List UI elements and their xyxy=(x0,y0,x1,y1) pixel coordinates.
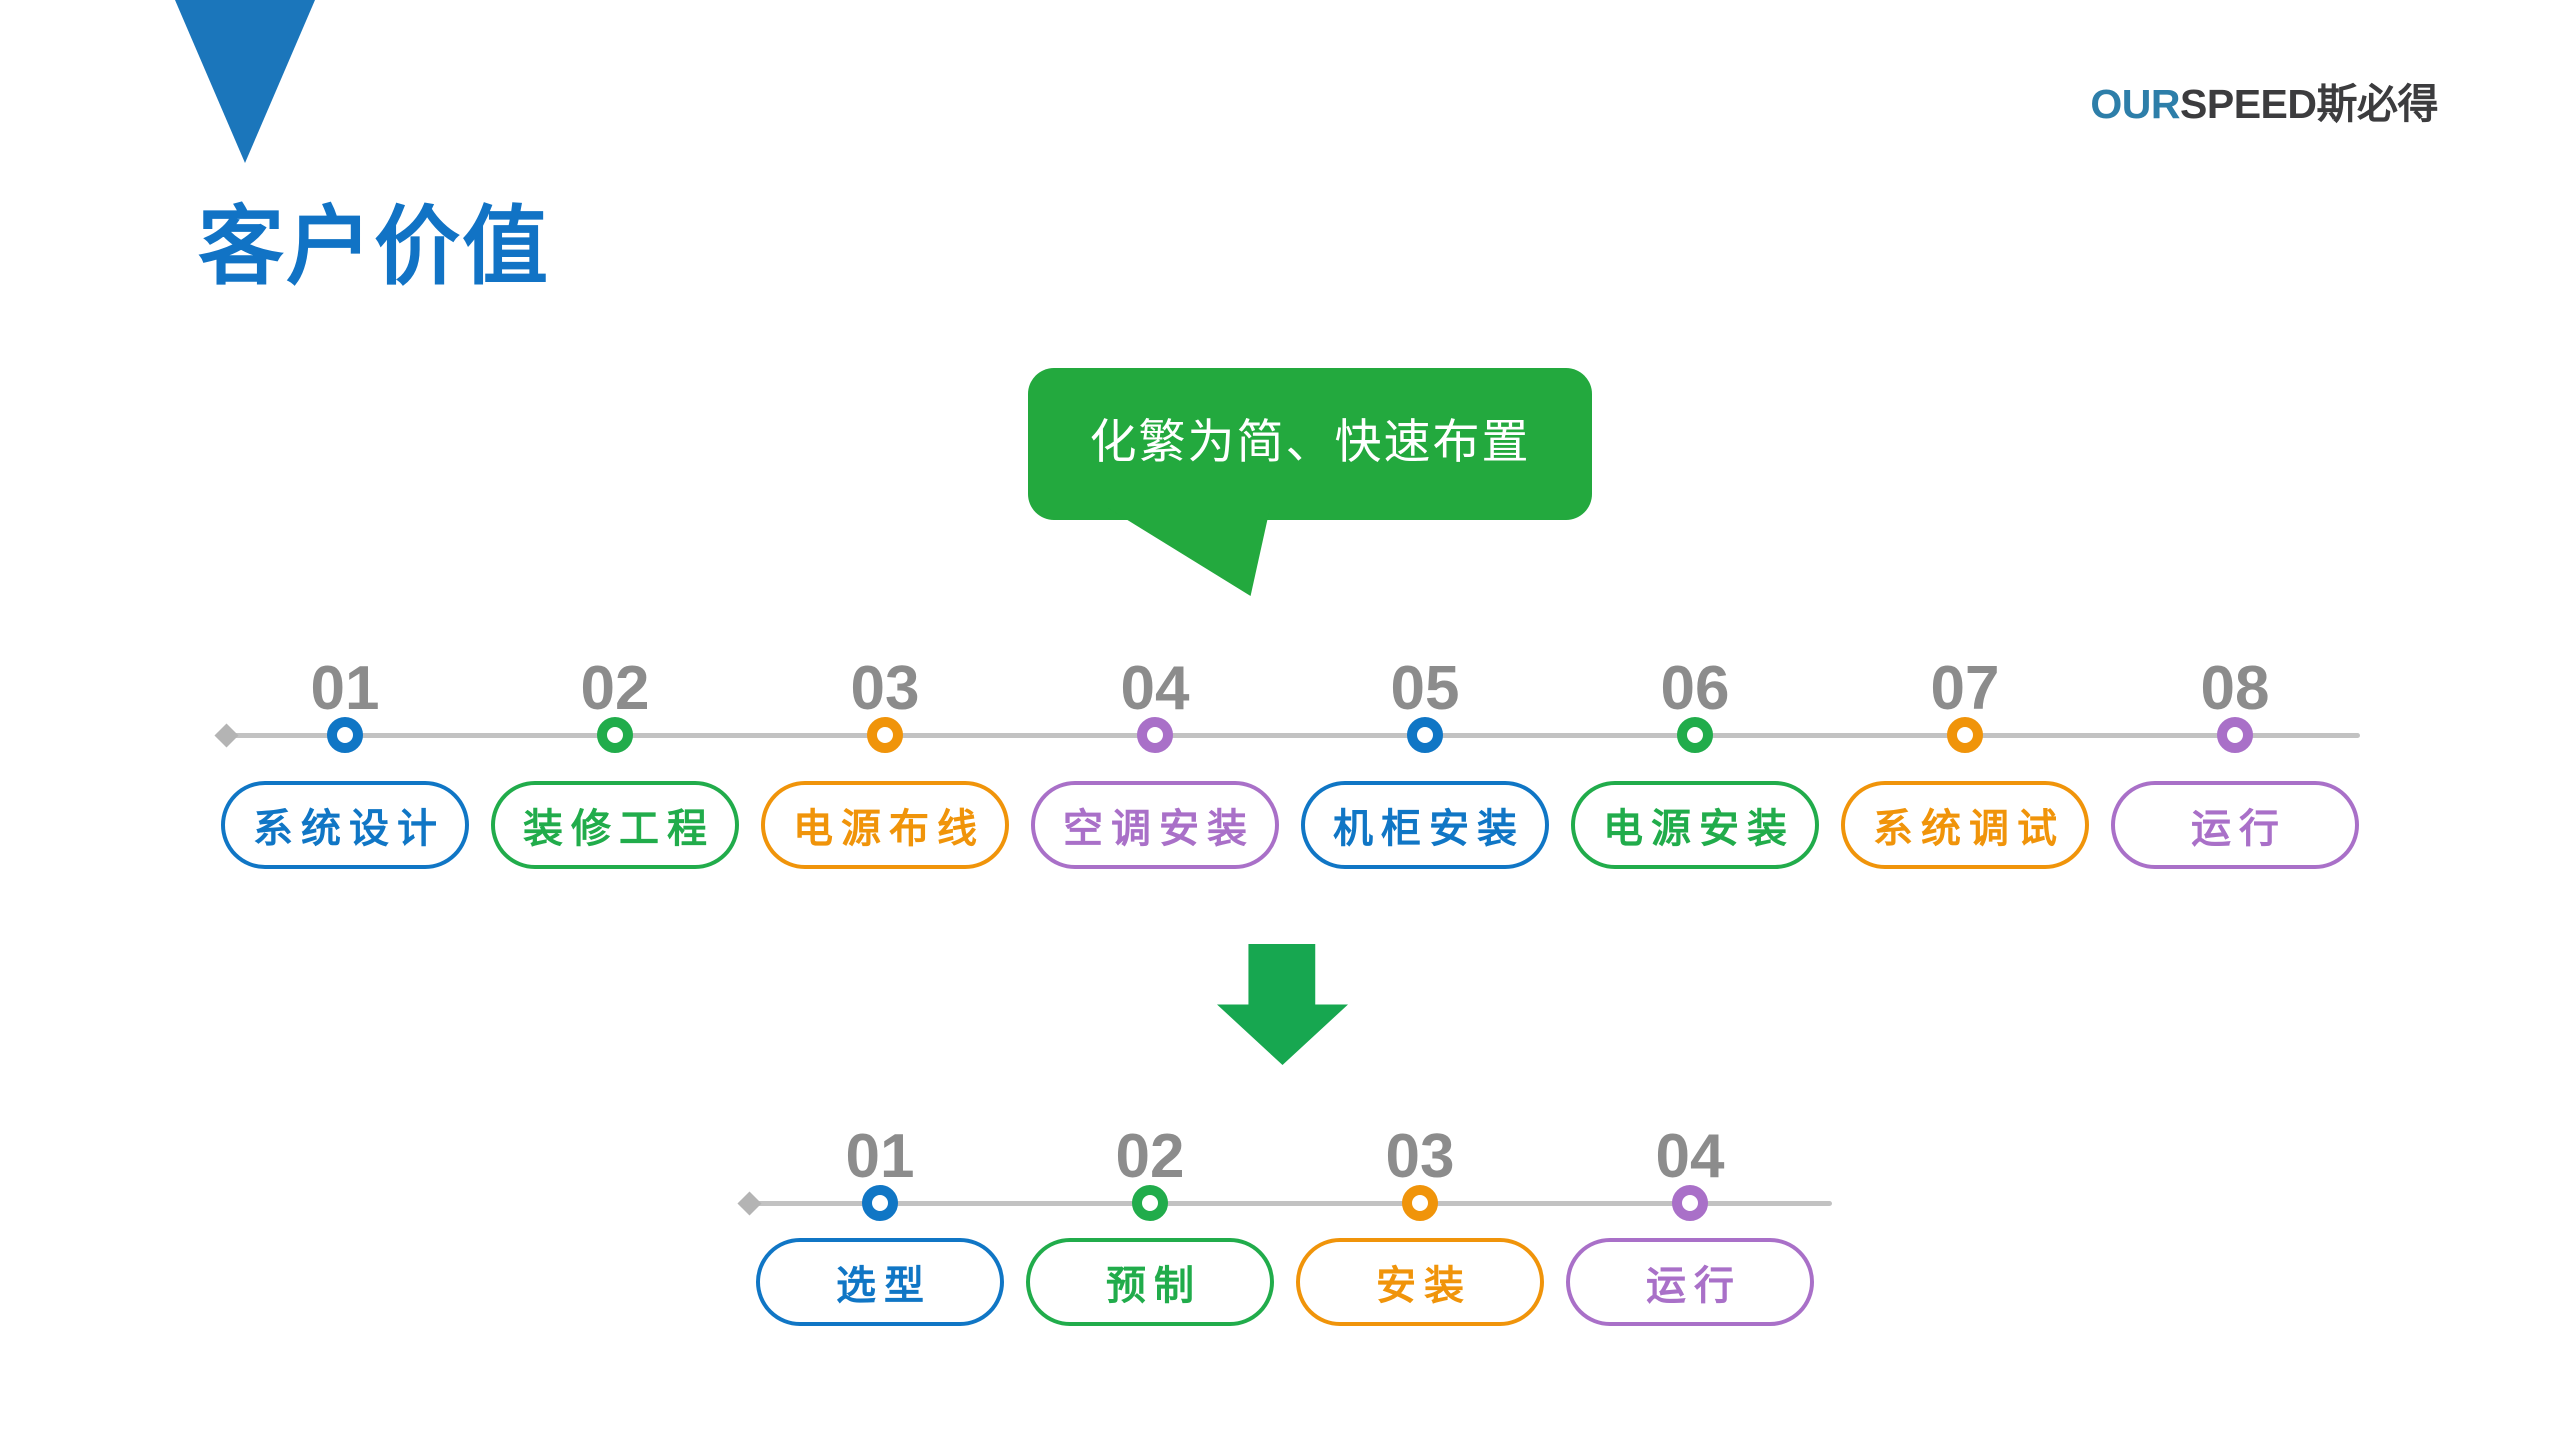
step-marker xyxy=(1137,717,1173,753)
step-marker xyxy=(867,717,903,753)
down-arrow-icon xyxy=(1217,944,1348,1065)
step-label-pill: 预制 xyxy=(1026,1238,1274,1326)
step-label-pill: 装修工程 xyxy=(491,781,739,869)
corner-triangle-decoration xyxy=(175,0,315,163)
step-label-pill: 运行 xyxy=(2111,781,2359,869)
brand-logo-speed: SPEED斯必得 xyxy=(2180,81,2439,127)
step-number: 02 xyxy=(580,654,650,723)
step-label-pill: 电源安装 xyxy=(1571,781,1819,869)
brand-logo: OURSPEED斯必得 xyxy=(2090,70,2438,130)
timeline-line xyxy=(222,733,2360,738)
step-marker xyxy=(862,1185,898,1221)
step-marker xyxy=(597,717,633,753)
step-marker xyxy=(1672,1185,1708,1221)
step-label-pill: 系统设计 xyxy=(221,781,469,869)
step-marker xyxy=(327,717,363,753)
step-marker xyxy=(1677,717,1713,753)
brand-logo-our: OUR xyxy=(2090,81,2180,127)
step-label-pill: 电源布线 xyxy=(761,781,1009,869)
step-number: 02 xyxy=(1115,1122,1185,1191)
step-number: 06 xyxy=(1660,654,1730,723)
step-label-pill: 安装 xyxy=(1296,1238,1544,1326)
step-label-pill: 机柜安装 xyxy=(1301,781,1549,869)
timeline-line xyxy=(745,1201,1832,1206)
step-marker xyxy=(1132,1185,1168,1221)
step-label-pill: 运行 xyxy=(1566,1238,1814,1326)
step-number: 03 xyxy=(850,654,920,723)
step-label-pill: 选型 xyxy=(756,1238,1004,1326)
timeline-start-diamond xyxy=(737,1191,762,1216)
step-label-pill: 空调安装 xyxy=(1031,781,1279,869)
step-marker xyxy=(1407,717,1443,753)
step-number: 07 xyxy=(1930,654,2000,723)
page-title: 客户价值 xyxy=(198,199,550,295)
callout-text: 化繁为简、快速布置 xyxy=(1089,414,1531,468)
step-marker xyxy=(2217,717,2253,753)
step-marker xyxy=(1947,717,1983,753)
step-label-pill: 系统调试 xyxy=(1841,781,2089,869)
step-marker xyxy=(1402,1185,1438,1221)
callout-bubble-tail xyxy=(1108,508,1270,596)
step-number: 04 xyxy=(1655,1122,1725,1191)
step-number: 01 xyxy=(845,1122,915,1191)
step-number: 01 xyxy=(310,654,380,723)
step-number: 04 xyxy=(1120,654,1190,723)
timeline-start-diamond xyxy=(214,723,239,748)
step-number: 05 xyxy=(1390,654,1460,723)
step-number: 08 xyxy=(2200,654,2270,723)
callout-bubble: 化繁为简、快速布置 xyxy=(1028,368,1592,520)
step-number: 03 xyxy=(1385,1122,1455,1191)
